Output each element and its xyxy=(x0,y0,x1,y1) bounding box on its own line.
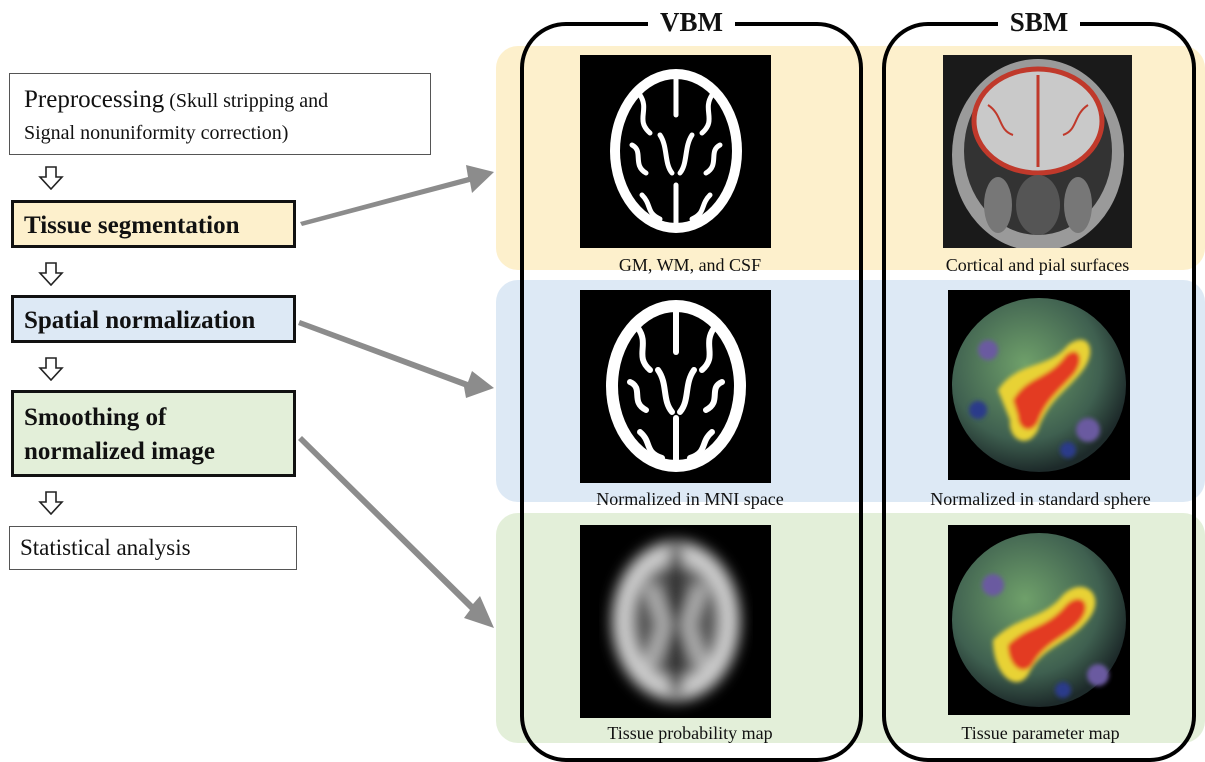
tissue-segmentation-step: Tissue segmentation xyxy=(11,200,296,248)
tissue-probability-image xyxy=(580,525,771,718)
down-arrow-icon xyxy=(38,262,64,286)
tissue-parameter-image xyxy=(948,525,1130,715)
statistical-analysis-step: Statistical analysis xyxy=(9,526,297,570)
statistical-analysis-label: Statistical analysis xyxy=(20,535,191,560)
vbm-row1-caption: GM, WM, and CSF xyxy=(618,255,762,275)
spatial-normalization-step: Spatial normalization xyxy=(11,295,296,343)
smoothing-label-line2: normalized image xyxy=(24,438,215,465)
down-arrow-icon xyxy=(38,357,64,381)
preprocessing-detail-1: (Skull stripping and xyxy=(169,90,329,112)
down-arrow-icon xyxy=(38,166,64,190)
sbm-row1-caption: Cortical and pial surfaces xyxy=(945,255,1130,275)
preprocessing-step: Preprocessing (Skull stripping and Signa… xyxy=(9,73,431,155)
sbm-title: SBM xyxy=(997,7,1081,37)
vbm-row3-caption: Tissue probability map xyxy=(607,723,773,743)
sbm-row2-caption: Normalized in standard sphere xyxy=(930,489,1151,509)
down-arrow-icon xyxy=(38,491,64,515)
preprocessing-detail-2: Signal nonuniformity correction) xyxy=(24,122,289,144)
sbm-row3-caption: Tissue parameter map xyxy=(961,723,1120,743)
smoothing-label-line1: Smoothing of xyxy=(24,404,167,431)
normalization-arrow xyxy=(298,320,494,398)
cortical-surface-image xyxy=(943,55,1132,248)
tissue-segmentation-label: Tissue segmentation xyxy=(24,212,240,239)
gm-segmentation-image xyxy=(580,55,771,248)
spatial-normalization-label: Spatial normalization xyxy=(24,307,256,334)
vbm-row2-caption: Normalized in MNI space xyxy=(596,489,784,509)
smoothing-step: Smoothing of normalized image xyxy=(11,390,296,477)
vbm-title: VBM xyxy=(648,7,735,37)
segmentation-arrow xyxy=(300,165,494,226)
preprocessing-label: Preprocessing xyxy=(24,86,165,113)
mni-normalized-image xyxy=(580,290,771,483)
standard-sphere-image xyxy=(948,290,1130,480)
smoothing-arrow xyxy=(298,436,494,628)
